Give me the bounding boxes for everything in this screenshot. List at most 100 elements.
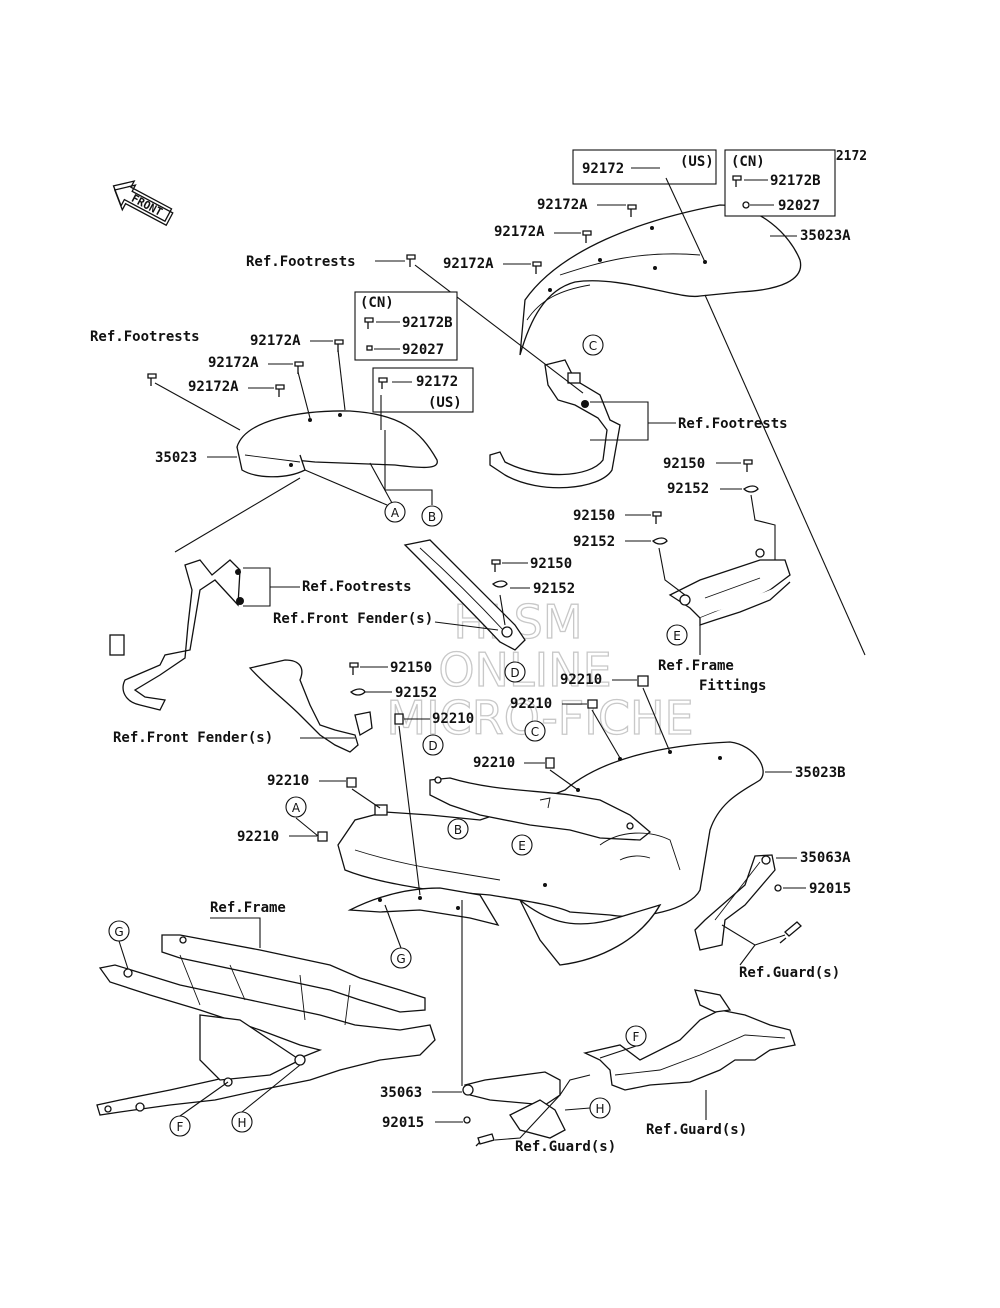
label-92172a: 92172A: [494, 224, 545, 240]
label-92150: 92150: [663, 456, 705, 472]
cn-box-top-region: (CN): [731, 154, 765, 170]
cn-box-top-part1: 92172B: [770, 173, 821, 189]
bolt-icon: [475, 1133, 495, 1147]
svg-text:C: C: [531, 725, 539, 739]
svg-text:E: E: [673, 629, 681, 643]
label-35023: 35023: [155, 450, 197, 466]
label-92152: 92152: [573, 534, 615, 550]
callout-c: C: [524, 720, 546, 742]
screw-icon: [651, 459, 759, 545]
callout-a: A: [384, 501, 406, 523]
label-92172a: 92172A: [208, 355, 259, 371]
label-92152: 92152: [667, 481, 709, 497]
svg-text:F: F: [177, 1120, 184, 1134]
callout-a: A: [285, 796, 307, 818]
svg-text:D: D: [510, 666, 519, 680]
callout-e: E: [666, 624, 688, 646]
us-box-mid-region: (US): [428, 395, 462, 411]
label-92210: 92210: [267, 773, 309, 789]
svg-text:F: F: [633, 1030, 640, 1044]
cn-box-top-part2: 92027: [778, 198, 820, 214]
label-ref-frame: Ref.Frame: [210, 900, 286, 916]
label-92172a: 92172A: [250, 333, 301, 349]
collar-icon: [317, 675, 649, 842]
svg-text:B: B: [454, 823, 462, 837]
fender-bracket: [403, 539, 526, 651]
us-box-mid: 92172 (US): [372, 367, 474, 413]
us-box-mid-part: 92172: [416, 374, 458, 390]
us-box-top-part: 92172: [582, 161, 624, 177]
label-35063: 35063: [380, 1085, 422, 1101]
frame: [96, 934, 436, 1116]
bolt-icon: [779, 921, 802, 944]
rear-guard: [583, 989, 796, 1091]
svg-text:H: H: [237, 1116, 246, 1130]
callout-b: B: [447, 818, 469, 840]
cn-box-mid-region: (CN): [360, 295, 394, 311]
cn-box-mid-part1: 92172B: [402, 315, 453, 331]
label-92150: 92150: [573, 508, 615, 524]
label-92210: 92210: [560, 672, 602, 688]
fender-body-35023b: [337, 741, 764, 966]
label-ref-guard: Ref.Guard(s): [646, 1122, 747, 1138]
callout-f: F: [625, 1025, 647, 1047]
label-92172a: 92172A: [443, 256, 494, 272]
svg-text:C: C: [589, 339, 597, 353]
label-ref-frame-fittings: Fittings: [699, 678, 766, 694]
label-92210: 92210: [510, 696, 552, 712]
label-ref-footrests: Ref.Footrests: [246, 254, 356, 270]
callout-c: C: [582, 334, 604, 356]
seat-cover-35023a: [519, 204, 802, 356]
svg-text:G: G: [114, 925, 123, 939]
callout-b: B: [421, 505, 443, 527]
svg-text:D: D: [428, 739, 437, 753]
label-ref-footrests: Ref.Footrests: [90, 329, 200, 345]
nut-icon: [463, 1116, 471, 1124]
label-ref-guard: Ref.Guard(s): [739, 965, 840, 981]
svg-text:H: H: [595, 1102, 604, 1116]
callout-h: H: [589, 1097, 611, 1119]
cn-box-mid: (CN) 92172B 92027: [354, 291, 458, 361]
callout-d: D: [504, 661, 526, 683]
callout-h: H: [231, 1111, 253, 1133]
screw-icon: [349, 662, 366, 696]
front-fender-bracket-lower: [248, 659, 373, 753]
tool-box: [668, 548, 791, 626]
label-35023a: 35023A: [800, 228, 851, 244]
cn-box-top: (CN) 92172B 92027: [724, 149, 836, 217]
footrest-bracket-right: [489, 359, 621, 489]
nut-icon: [774, 884, 782, 892]
svg-text:A: A: [391, 506, 400, 520]
label-ref-front-fender: Ref.Front Fender(s): [273, 611, 433, 627]
label-92150: 92150: [390, 660, 432, 676]
callout-g: G: [390, 947, 412, 969]
svg-text:E: E: [518, 839, 526, 853]
label-92172a: 92172A: [188, 379, 239, 395]
label-92210: 92210: [473, 755, 515, 771]
callout-f: F: [169, 1115, 191, 1137]
us-box-top: 92172 (US): [572, 149, 717, 185]
screw-icon: [147, 339, 344, 397]
cn-box-mid-part2: 92027: [402, 342, 444, 358]
front-arrow-icon: FRONT: [112, 180, 174, 227]
svg-text:A: A: [292, 801, 301, 815]
label-92152: 92152: [395, 685, 437, 701]
us-box-top-region: (US): [680, 154, 714, 170]
footrest-bracket-left: [109, 559, 244, 711]
callout-d: D: [422, 734, 444, 756]
screw-icon: [491, 559, 508, 588]
svg-text:B: B: [428, 510, 436, 524]
label-92210: 92210: [237, 829, 279, 845]
label-ref-front-fender: Ref.Front Fender(s): [113, 730, 273, 746]
guard-bracket-35063: [462, 1071, 566, 1139]
figure-code: F2172: [828, 149, 867, 164]
label-ref-footrests: Ref.Footrests: [302, 579, 412, 595]
label-ref-frame-fittings: Ref.Frame: [658, 658, 734, 674]
label-92015: 92015: [382, 1115, 424, 1131]
label-ref-footrests: Ref.Footrests: [678, 416, 788, 432]
guard-bracket-35063a: [694, 854, 776, 951]
callout-e: E: [511, 834, 533, 856]
label-92015: 92015: [809, 881, 851, 897]
label-ref-guard: Ref.Guard(s): [515, 1139, 616, 1155]
